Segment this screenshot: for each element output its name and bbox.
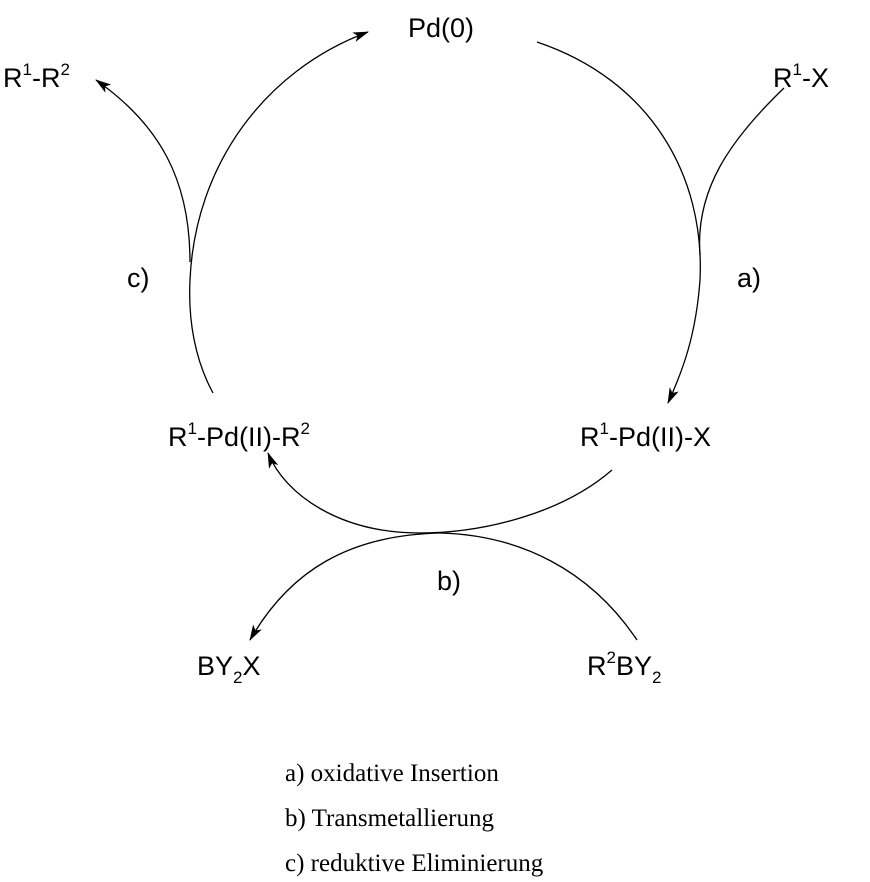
- r2by2-label: R2BY2: [587, 648, 661, 687]
- by2x-output-arrow: [249, 532, 441, 641]
- arc-transmetallation: [267, 452, 613, 534]
- legend-item-c: c) reduktive Eliminierung: [285, 850, 544, 877]
- arc-oxidative-insertion: [536, 41, 701, 404]
- arc-reductive-elimination: [189, 31, 369, 394]
- r1r2-output-arrow: [95, 79, 191, 263]
- pd0-label: Pd(0): [408, 13, 474, 43]
- r1x-label: R1-X: [773, 60, 829, 93]
- r1-pd-r2-label: R1-Pd(II)-R2: [168, 419, 310, 452]
- step-c-label: c): [127, 263, 150, 293]
- r2by2-input-curve: [439, 532, 638, 641]
- legend-item-a: a) oxidative Insertion: [285, 760, 499, 787]
- legend-item-b: b) Transmetallierung: [285, 805, 495, 832]
- r1r2-label: R1-R2: [3, 60, 70, 93]
- r1-pd-x-label: R1-Pd(II)-X: [580, 419, 711, 452]
- by2x-label: BY2X: [197, 651, 261, 687]
- r1x-input-curve: [698, 87, 785, 256]
- step-b-label: b): [437, 566, 461, 596]
- step-a-label: a): [737, 263, 761, 293]
